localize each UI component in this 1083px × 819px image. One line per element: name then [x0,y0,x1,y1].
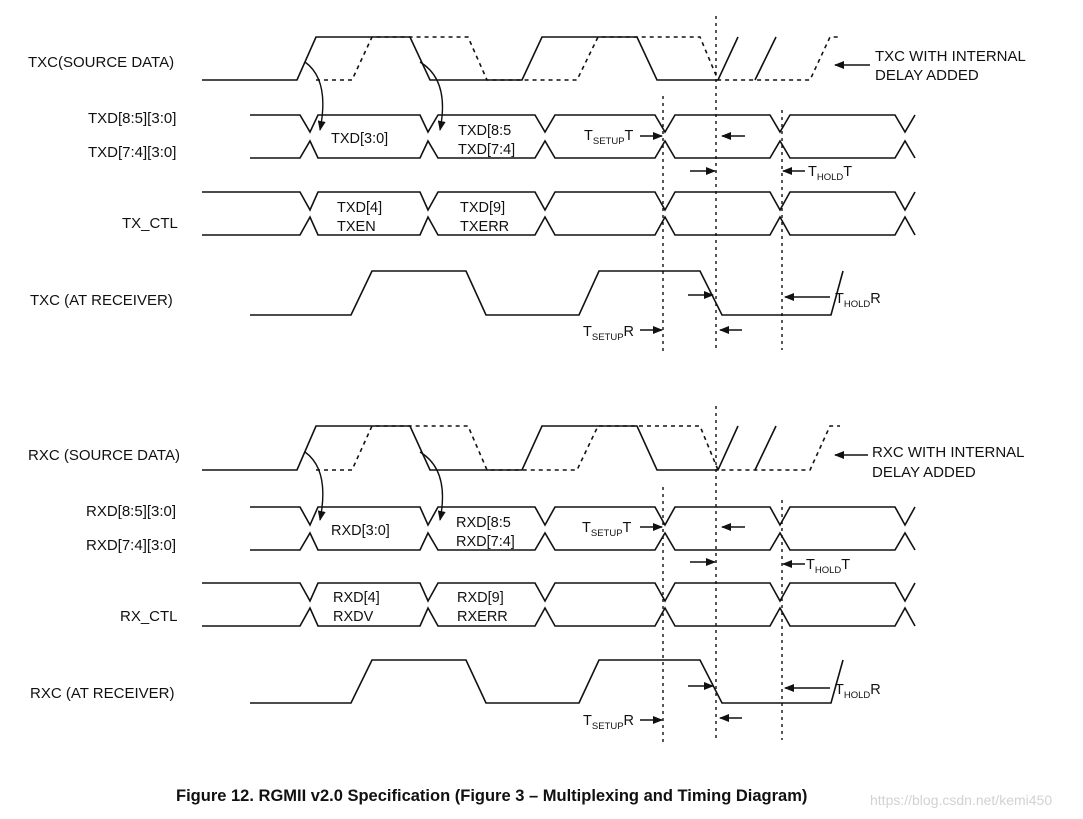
txd-capture-arrow-2 [419,61,446,131]
rxd-cell-7-4: RXD[7:4] [456,534,515,550]
rxc-thold-r-label: THOLDR [835,682,881,701]
txd-tsetup-t-label: TSETUPT [584,128,634,147]
txd-capture-arrow-1 [304,61,326,131]
rxc-delay-note-1: RXC WITH INTERNAL [872,444,1025,461]
rxc-tsetup-r-label: TSETUPR [583,713,634,732]
txd-bus-bottom [250,139,916,159]
txc-delay-note-1: TXC WITH INTERNAL [875,48,1026,65]
tx-ctl-label: TX_CTL [122,215,178,232]
rxc-delay-note-2: DELAY ADDED [872,464,976,481]
rxd-cell-3-0: RXD[3:0] [331,523,390,539]
txd-cell-7-4: TXD[7:4] [458,142,515,158]
tx-ctl-bottom [202,215,916,236]
rx-ctl-bottom [202,606,916,627]
tx-ctl-cell-txd9: TXD[9] [460,200,505,216]
rxd-thold-t-label: THOLDT [806,557,850,576]
rxc-source-label: RXC (SOURCE DATA) [28,447,180,464]
txd-bus-top [250,114,916,134]
rx-group: RXC (SOURCE DATA) RXD[8:5][3:0] RXD[7:4]… [28,425,1025,732]
txd-lo-label: TXD[7:4][3:0] [88,144,176,161]
rx-ctl-label: RX_CTL [120,608,178,625]
txc-tsetup-r-label: TSETUPR [583,324,634,343]
txc-delayed-waveform [316,36,840,81]
rxd-hi-label: RXD[8:5][3:0] [86,503,176,520]
rxd-bus-bottom [250,531,916,551]
txc-receiver-label: TXC (AT RECEIVER) [30,292,173,309]
txc-source-label: TXC(SOURCE DATA) [28,54,174,71]
rx-ctl-cell-rxerr: RXERR [457,609,508,625]
rxd-bus-top [250,506,916,527]
txc-delay-note-2: DELAY ADDED [875,67,979,84]
rxc-source-waveform [202,425,739,471]
rxc-receiver-waveform [250,659,844,704]
tx-ctl-cell-txerr: TXERR [460,219,509,235]
txc-source-waveform [202,36,739,81]
rxd-cell-8-5: RXD[8:5 [456,515,511,531]
tx-ctl-cell-txen: TXEN [337,219,376,235]
rxc-delayed-waveform [316,425,840,471]
tx-group: TXC(SOURCE DATA) TXD[8:5][3:0] TXD[7:4][… [28,36,1026,343]
rxd-capture-arrow-2 [419,451,446,521]
txc-receiver-waveform [250,270,844,316]
tx-ctl-top [202,191,916,212]
txc-source-edge [754,36,777,81]
rx-ctl-cell-rxd4: RXD[4] [333,590,380,606]
txd-cell-3-0: TXD[3:0] [331,131,388,147]
watermark: https://blog.csdn.net/kemi450 [870,792,1052,808]
rxd-lo-label: RXD[7:4][3:0] [86,537,176,554]
figure-caption: Figure 12. RGMII v2.0 Specification (Fig… [176,787,807,805]
rxd-tsetup-t-label: TSETUPT [582,520,632,539]
rxd-capture-arrow-1 [304,451,326,521]
tx-ctl-cell-txd4: TXD[4] [337,200,382,216]
rx-ctl-cell-rxd9: RXD[9] [457,590,504,606]
rx-ctl-top [202,582,916,603]
txd-cell-8-5: TXD[8:5 [458,123,511,139]
txd-hi-label: TXD[8:5][3:0] [88,110,176,127]
rx-ctl-cell-rxdv: RXDV [333,609,374,625]
txd-thold-t-label: THOLDT [808,164,852,183]
rxc-source-edge [754,425,777,471]
rxc-receiver-label: RXC (AT RECEIVER) [30,685,174,702]
txc-thold-r-label: THOLDR [835,291,881,310]
